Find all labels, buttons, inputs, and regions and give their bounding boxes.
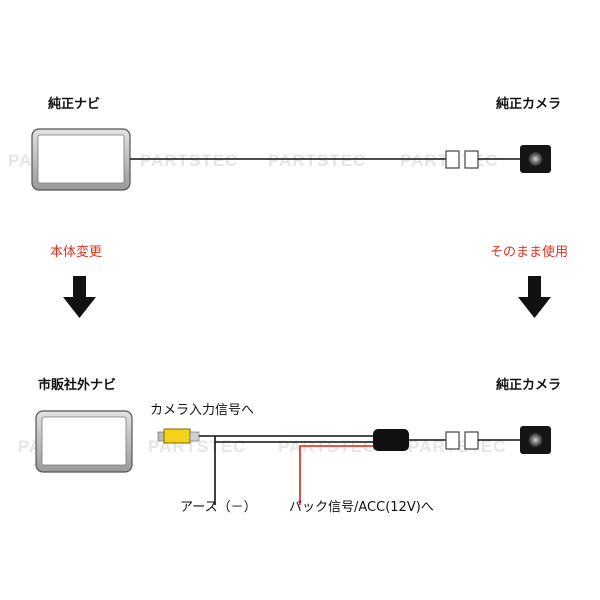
genuine-camera — [520, 145, 551, 173]
reuse-as-is-label: そのまま使用 — [490, 245, 569, 260]
watermark: PARTSTEC — [268, 151, 366, 170]
camera-input-label: カメラ入力信号へ — [150, 403, 255, 418]
genuine-navi-unit — [31, 128, 131, 191]
signal-converter — [373, 429, 409, 451]
genuine-camera-label: 純正カメラ — [496, 97, 562, 112]
acc-wire — [299, 445, 376, 505]
aftermarket-navi-unit — [35, 410, 133, 473]
down-arrow-icon — [63, 276, 96, 318]
rca-plug-icon — [157, 428, 200, 444]
replace-unit-label: 本体変更 — [50, 245, 103, 260]
ground-label: アース（－） — [180, 500, 257, 515]
connector-pair — [445, 150, 479, 169]
genuine-camera-label: 純正カメラ — [496, 378, 562, 393]
acc-signal-label: バック信号/ACC(12V)へ — [289, 500, 434, 515]
watermark: PARTSTEC — [140, 151, 238, 170]
aftermarket-navi-label: 市販社外ナビ — [38, 378, 117, 393]
connector-pair — [445, 431, 479, 450]
down-arrow-icon — [518, 276, 551, 318]
genuine-navi-label: 純正ナビ — [48, 97, 101, 112]
genuine-camera — [520, 426, 551, 454]
